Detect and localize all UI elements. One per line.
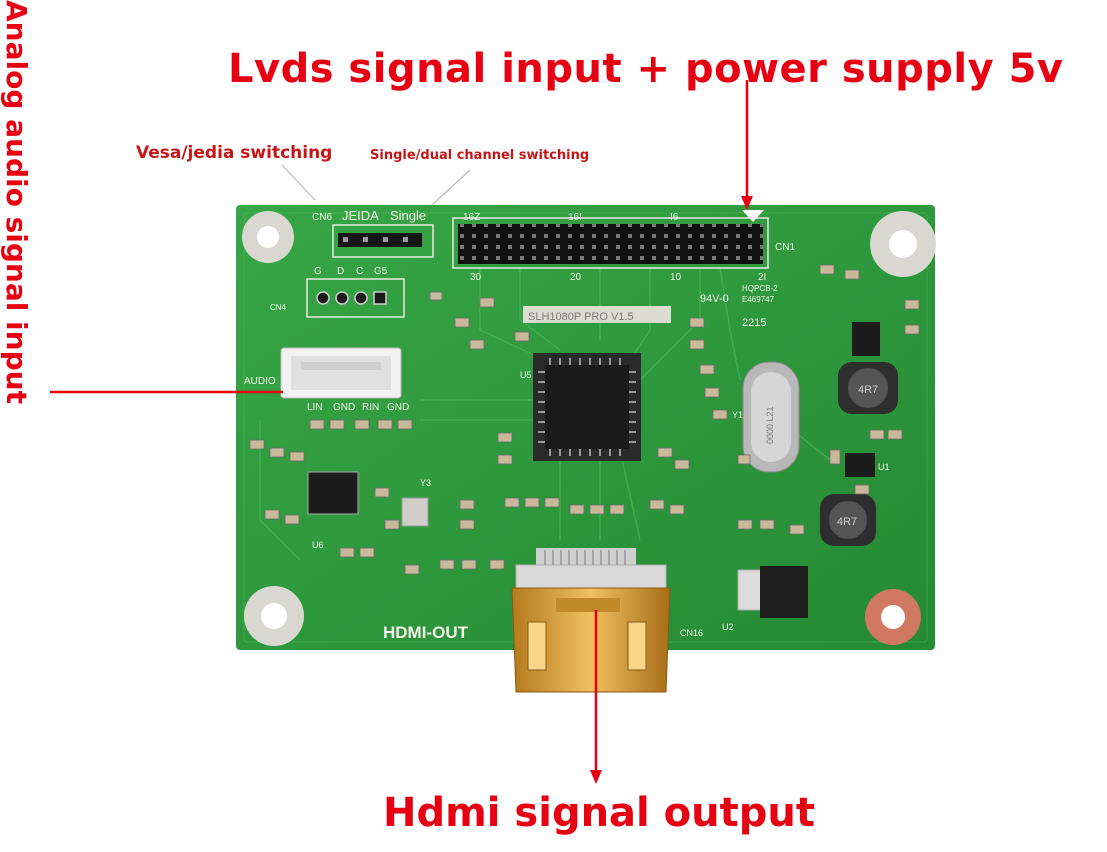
u5-label: U5 — [520, 370, 532, 380]
model-label: SLH1080P PRO V1.5 — [528, 311, 634, 323]
leader-lines — [281, 164, 471, 206]
callout-lvds-power: Lvds signal input + power supply 5v — [228, 46, 1064, 92]
audio-pin-gnd-2: GND — [387, 402, 409, 413]
pin-label-bottom-4: 2I — [758, 272, 766, 283]
pin-label-bottom-3: 10 — [670, 272, 682, 283]
cn4-label: CN4 — [270, 303, 287, 312]
cn4-pin-g: G — [314, 266, 322, 277]
single-label: Single — [390, 208, 426, 223]
cn1-lvds-connector — [452, 217, 769, 269]
callout-single-dual: Single/dual channel switching — [370, 148, 590, 163]
pcb-traces — [259, 267, 831, 561]
u1-label: U1 — [878, 462, 890, 472]
callout-audio-input: Analog audio signal input — [0, 0, 33, 404]
cn6-pins — [338, 233, 422, 247]
pin-label-bottom-2: 20 — [570, 272, 582, 283]
audio-connector — [280, 347, 402, 399]
u2-label: U2 — [722, 622, 734, 632]
cn1-label: CN1 — [775, 242, 795, 253]
u1-regulator — [845, 453, 875, 477]
audio-label: AUDIO — [244, 376, 276, 387]
callout-vesa-jeida: Vesa/jedia switching — [136, 143, 333, 163]
hdmi-out-label: HDMI-OUT — [383, 623, 469, 642]
audio-pin-lin: LIN — [307, 402, 323, 413]
cn4-pin-d: D — [337, 266, 344, 277]
date-code: 2215 — [742, 317, 766, 329]
audio-pin-rin: RIN — [362, 402, 379, 413]
cn4-pin-c: C — [356, 266, 363, 277]
cn16-label: CN16 — [680, 628, 703, 638]
top-right-ic — [852, 322, 880, 356]
model-label-box — [523, 306, 671, 323]
y1-label: Y1 — [732, 410, 743, 420]
cn4-connector — [306, 278, 405, 318]
callout-hdmi-output: Hdmi signal output — [383, 790, 815, 836]
y1-crystal — [742, 361, 800, 473]
cert-label-1: HQPCB-2 — [742, 284, 778, 293]
cn4-pin-g5: G5 — [374, 266, 388, 277]
u2-regulator — [737, 566, 808, 618]
inductors — [820, 362, 898, 546]
cert-label-2: E469747 — [742, 295, 775, 304]
inductor-marking-1: 4R7 — [858, 384, 878, 396]
rating-label: 94V-0 — [700, 293, 729, 305]
inductor-marking-2: 4R7 — [837, 516, 857, 528]
u6-label: U6 — [312, 540, 324, 550]
cn4-pins — [316, 291, 387, 305]
callout-audio-container: Analog audio signal input — [0, 0, 40, 460]
u5-main-ic — [533, 353, 641, 461]
smd-components — [249, 264, 920, 575]
pin-label-top-2: 16I — [568, 212, 582, 223]
callout-lines — [50, 80, 753, 784]
audio-pin-gnd-1: GND — [333, 402, 355, 413]
cn6-jumper-header — [332, 224, 434, 258]
pin-label-top-1: 16Z — [463, 212, 480, 223]
y3-crystal — [401, 497, 429, 527]
y3-label: Y3 — [420, 478, 431, 488]
pin-label-top-3: I6 — [670, 212, 679, 223]
pin-label-bottom-1: 30 — [470, 272, 482, 283]
crystal-marking: 0000.L21 — [765, 406, 775, 444]
u6-audio-ic — [307, 471, 359, 515]
hdmi-connector — [511, 548, 671, 693]
mounting-holes — [242, 211, 936, 646]
cn6-label: CN6 — [312, 212, 332, 223]
jeida-label: JEIDA — [342, 208, 379, 223]
